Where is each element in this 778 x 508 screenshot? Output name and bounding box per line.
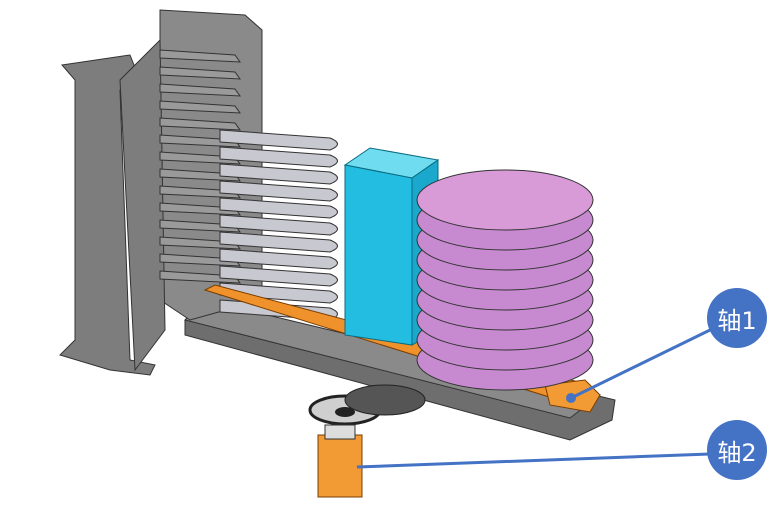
rack-slot — [159, 270, 242, 284]
rack-slot — [159, 117, 242, 131]
axis1-leader-dot — [566, 393, 576, 403]
axis1-leader — [570, 328, 711, 400]
wafer-fork — [219, 163, 338, 185]
wafer-stack — [416, 169, 594, 391]
wafer-fork — [219, 146, 338, 168]
rack-slot — [159, 219, 242, 233]
wafer-fork — [219, 180, 338, 202]
rack-slot — [159, 134, 242, 148]
wafer — [416, 169, 594, 231]
rack-slot — [159, 253, 242, 267]
wafer-fork — [219, 282, 338, 304]
rack-slot — [159, 236, 242, 250]
wafer-fork — [219, 231, 338, 253]
wafer-fork — [219, 248, 338, 270]
rack-slot — [159, 202, 242, 216]
rack-slot — [159, 151, 242, 165]
rack-slot — [159, 168, 242, 182]
axis2-drive — [308, 384, 426, 498]
wafer-fork — [219, 265, 338, 287]
axis1-label: 轴1 — [707, 288, 767, 348]
rack-slot — [159, 100, 242, 114]
rack-slot — [159, 83, 242, 97]
rack-slots — [159, 49, 242, 284]
rack-slot — [159, 185, 242, 199]
rack-slot — [159, 66, 242, 80]
rack-slot — [159, 49, 242, 63]
axis2-leader — [356, 452, 711, 469]
wafer-fork — [219, 197, 338, 219]
wafer-fork — [219, 129, 338, 151]
axis2-label: 轴2 — [707, 420, 767, 480]
wafer-fork — [219, 214, 338, 236]
